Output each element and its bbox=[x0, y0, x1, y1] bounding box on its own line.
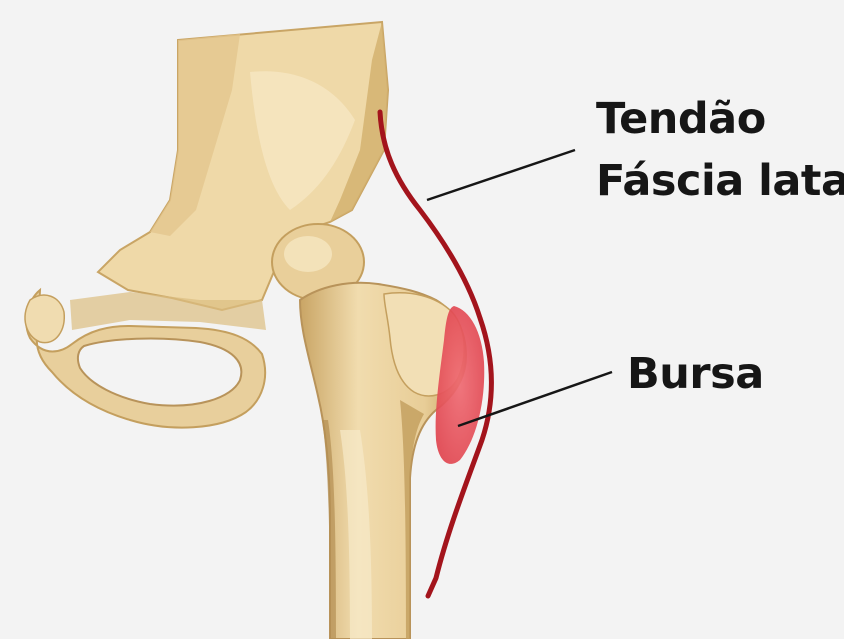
femur-bone bbox=[300, 283, 466, 639]
tendon-label: Tendão bbox=[596, 94, 766, 144]
fascia-lata-label: Fáscia lata bbox=[596, 156, 844, 206]
tendon-leader-line bbox=[427, 150, 575, 200]
bursa-label: Bursa bbox=[627, 349, 764, 399]
